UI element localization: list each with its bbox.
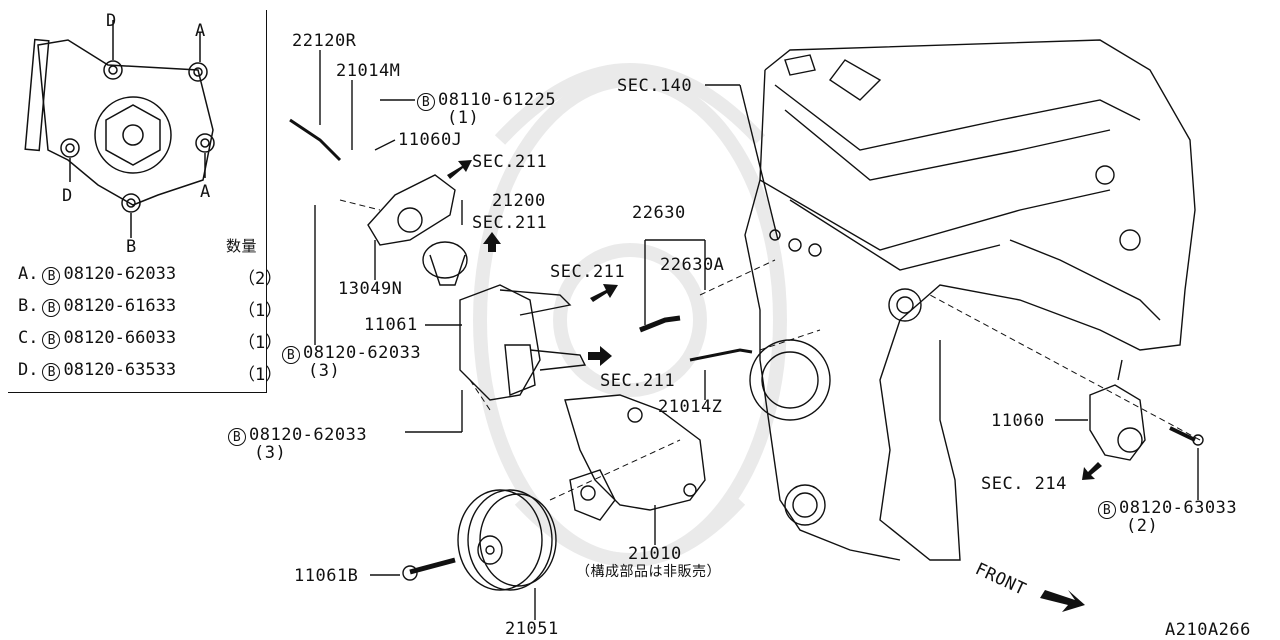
label-08120-62033-b-qty: (3) [254,443,287,463]
label-08120-62033-a-qty: (3) [308,361,341,381]
inset-label-b: B [126,237,137,257]
label-22630A: 22630A [660,255,725,275]
bolt-key: A. [18,264,39,284]
bolt-symbol-icon: B [42,363,61,381]
inset-label-d-top: D [106,11,117,31]
label-21014M: 21014M [336,61,401,81]
bolt-quantity: （1） [238,365,283,385]
bolt-symbol-icon: B [42,299,61,317]
pump-outline-drawing [24,20,215,238]
bolt-symbol-icon: B [1098,501,1116,519]
inset-label-a-top: A [195,21,206,41]
bolt-symbol-icon: B [228,428,246,446]
bolt-symbol-icon: B [282,346,300,364]
label-22630: 22630 [632,203,686,223]
watermark-emblem [473,63,787,567]
bolt-quantity: （1） [238,333,283,353]
qty-header: 数量 [226,237,258,255]
bolt-key: D. [18,360,39,380]
bolt-part-number: 08120-66033 [63,328,177,348]
inset-label-a-mid: A [200,182,211,202]
bolt-symbol-icon: B [42,331,61,349]
label-sec211-a: SEC.211 [472,152,548,172]
part-number: 08110-61225 [438,90,557,110]
label-08120-63033-qty: (2) [1126,516,1159,536]
bolt-symbol-icon: B [417,93,435,111]
part-number: 08120-63033 [1119,498,1238,518]
label-sec214: SEC. 214 [981,474,1067,494]
label-11060: 11060 [991,411,1045,431]
label-21010: 21010 [628,544,682,564]
bolt-quantity: （1） [238,301,283,321]
label-13049N: 13049N [338,279,403,299]
bolt-key: C. [18,328,39,348]
label-11060J: 11060J [398,130,463,150]
bolt-symbol-icon: B [42,267,61,285]
inset-label-d-mid: D [62,186,73,206]
label-sec211-c: SEC.211 [550,262,626,282]
part-number: 08120-62033 [303,343,422,363]
label-21014Z: 21014Z [658,397,723,417]
label-sec211-d: SEC.211 [600,371,676,391]
diagram-code: A210A266 [1165,620,1251,640]
label-08110-61225-qty: (1) [447,108,480,128]
label-11061: 11061 [364,315,418,335]
label-sec211-b: SEC.211 [472,213,548,233]
bolt-part-number: 08120-62033 [63,264,177,284]
bolt-part-number: 08120-61633 [63,296,177,316]
label-21200: 21200 [492,191,546,211]
label-sec140: SEC.140 [617,76,693,96]
bolt-key: B. [18,296,39,316]
label-22120R: 22120R [292,31,357,51]
label-21010-note: （構成部品は非販売） [576,564,721,580]
bolt-quantity: （2） [238,269,283,289]
part-number: 08120-62033 [249,425,368,445]
bolt-part-number: 08120-63533 [63,360,177,380]
label-21051: 21051 [505,619,559,639]
label-11061B: 11061B [294,566,359,586]
